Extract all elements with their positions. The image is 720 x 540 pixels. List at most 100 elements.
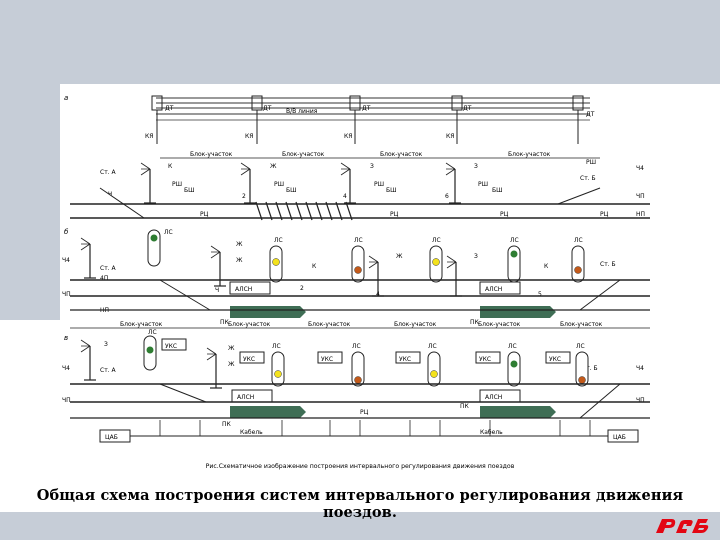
svg-text:Ч: Ч xyxy=(215,287,219,294)
svg-text:АЛСН: АЛСН xyxy=(237,394,254,401)
svg-text:ЛС: ЛС xyxy=(164,229,173,236)
svg-text:ЛС: ЛС xyxy=(510,237,519,244)
svg-text:Ч4: Ч4 xyxy=(636,165,644,172)
svg-text:ПК: ПК xyxy=(222,421,232,428)
svg-text:Ч4: Ч4 xyxy=(62,365,70,372)
svg-text:УКС: УКС xyxy=(165,343,177,350)
svg-text:ЛС: ЛС xyxy=(272,343,281,350)
svg-text:ЛС: ЛС xyxy=(574,237,583,244)
svg-text:РШ: РШ xyxy=(172,181,182,188)
dt-post: ДТ КЯ xyxy=(446,95,472,144)
svg-text:4П: 4П xyxy=(100,275,108,282)
rzd-logo xyxy=(656,519,709,533)
svg-text:ПК: ПК xyxy=(220,319,230,326)
svg-text:БШ: БШ xyxy=(492,187,503,194)
svg-text:ПК: ПК xyxy=(470,319,480,326)
station-signal xyxy=(80,237,97,279)
svg-text:Ж: Ж xyxy=(396,253,403,260)
signal-aspect: З xyxy=(474,163,478,170)
track-sleepers xyxy=(255,201,353,221)
signal-aspect: З xyxy=(370,163,374,170)
svg-text:Кабель: Кабель xyxy=(240,429,263,436)
svg-text:ЛС: ЛС xyxy=(148,329,157,336)
svg-text:Ст. Б: Ст. Б xyxy=(582,365,598,372)
block-signal xyxy=(140,162,157,204)
svg-text:5: 5 xyxy=(538,291,542,298)
panel-a-letter: а xyxy=(64,94,68,102)
panel-v-letter: в xyxy=(64,334,68,342)
locomotive-alsn: АЛСН ПК xyxy=(220,281,306,326)
svg-text:Ж: Ж xyxy=(228,345,235,352)
block-label: Блок-участок xyxy=(282,151,325,158)
loco-signal: ЛС xyxy=(269,237,283,283)
svg-text:РЦ: РЦ xyxy=(360,409,369,416)
svg-text:ЧП: ЧП xyxy=(62,397,71,404)
svg-text:БШ: БШ xyxy=(286,187,297,194)
top-band xyxy=(0,0,720,84)
dt-post: ДТ КЯ xyxy=(245,95,272,144)
loco-signal: ЛС xyxy=(507,237,521,283)
panel-b: б Ч4 4П ЧП НП Ч Ст. А Ст. Б ЛС ЛС ЛС ЛС xyxy=(62,228,650,329)
rc-label: РЦ xyxy=(500,211,509,218)
svg-text:УКС: УКС xyxy=(399,356,411,363)
svg-text:ЛС: ЛС xyxy=(428,343,437,350)
svg-text:Блок-участок: Блок-участок xyxy=(120,321,163,328)
svg-text:ДТ: ДТ xyxy=(586,111,595,118)
rc-label: РЦ xyxy=(390,211,399,218)
loco-signal: ЛС xyxy=(429,237,443,283)
svg-text:Ч4: Ч4 xyxy=(62,257,70,264)
signal-aspect: Ж xyxy=(270,163,277,170)
svg-text:РШ: РШ xyxy=(374,181,384,188)
svg-text:УКС: УКС xyxy=(549,356,561,363)
svg-text:Блок-участок: Блок-участок xyxy=(478,321,521,328)
svg-text:УКС: УКС xyxy=(479,356,491,363)
svg-text:КЯ: КЯ xyxy=(145,133,153,140)
loco-signal: ЛС xyxy=(351,237,365,283)
svg-text:4: 4 xyxy=(343,193,347,200)
left-side-band xyxy=(0,84,60,320)
svg-text:ДТ: ДТ xyxy=(263,105,272,112)
svg-text:Ст. А: Ст. А xyxy=(100,265,116,272)
svg-text:ЛС: ЛС xyxy=(352,343,361,350)
svg-text:4: 4 xyxy=(376,291,380,298)
svg-text:БШ: БШ xyxy=(386,187,397,194)
svg-text:Кабель: Кабель xyxy=(480,429,503,436)
figure-caption: Рис.Схематичное изображение построения и… xyxy=(206,462,515,470)
svg-text:ДТ: ДТ xyxy=(362,105,371,112)
dt-post: ДТ КЯ xyxy=(344,95,371,144)
svg-text:2: 2 xyxy=(300,285,304,292)
svg-text:ЧП: ЧП xyxy=(636,397,645,404)
svg-text:КЯ: КЯ xyxy=(344,133,352,140)
station-right: Ст. Б xyxy=(580,175,596,182)
locomotive-alsn: АЛСН ПК xyxy=(470,281,556,326)
rc-label: РЦ xyxy=(200,211,209,218)
svg-text:Блок-участок: Блок-участок xyxy=(560,321,603,328)
svg-text:Ст. А: Ст. А xyxy=(100,367,116,374)
rc-label: РЦ xyxy=(600,211,609,218)
svg-text:ЛС: ЛС xyxy=(354,237,363,244)
svg-text:З: З xyxy=(104,341,108,348)
svg-text:ДТ: ДТ xyxy=(165,105,174,112)
svg-text:УКС: УКС xyxy=(243,356,255,363)
svg-text:ЧП: ЧП xyxy=(636,193,645,200)
svg-text:З: З xyxy=(474,253,478,260)
svg-text:ЛС: ЛС xyxy=(508,343,517,350)
svg-text:ДТ: ДТ xyxy=(463,105,472,112)
svg-text:К: К xyxy=(312,263,317,270)
svg-text:ЦАБ: ЦАБ xyxy=(613,434,626,441)
block-label: Блок-участок xyxy=(508,151,551,158)
svg-text:АЛСН: АЛСН xyxy=(485,286,502,293)
dt-post: ДТ xyxy=(572,95,595,144)
svg-text:ЧП: ЧП xyxy=(62,291,71,298)
svg-text:ЛС: ЛС xyxy=(274,237,283,244)
bottom-band xyxy=(0,512,720,540)
svg-text:КЯ: КЯ xyxy=(446,133,454,140)
svg-text:НП: НП xyxy=(636,211,645,218)
station-left: Ст. А xyxy=(100,169,116,176)
svg-text:КЯ: КЯ xyxy=(245,133,253,140)
block-label: Блок-участок xyxy=(380,151,423,158)
svg-text:К: К xyxy=(544,263,549,270)
svg-text:УКС: УКС xyxy=(321,356,333,363)
loco-signal: ЛС xyxy=(571,237,585,283)
svg-text:ЛС: ЛС xyxy=(432,237,441,244)
